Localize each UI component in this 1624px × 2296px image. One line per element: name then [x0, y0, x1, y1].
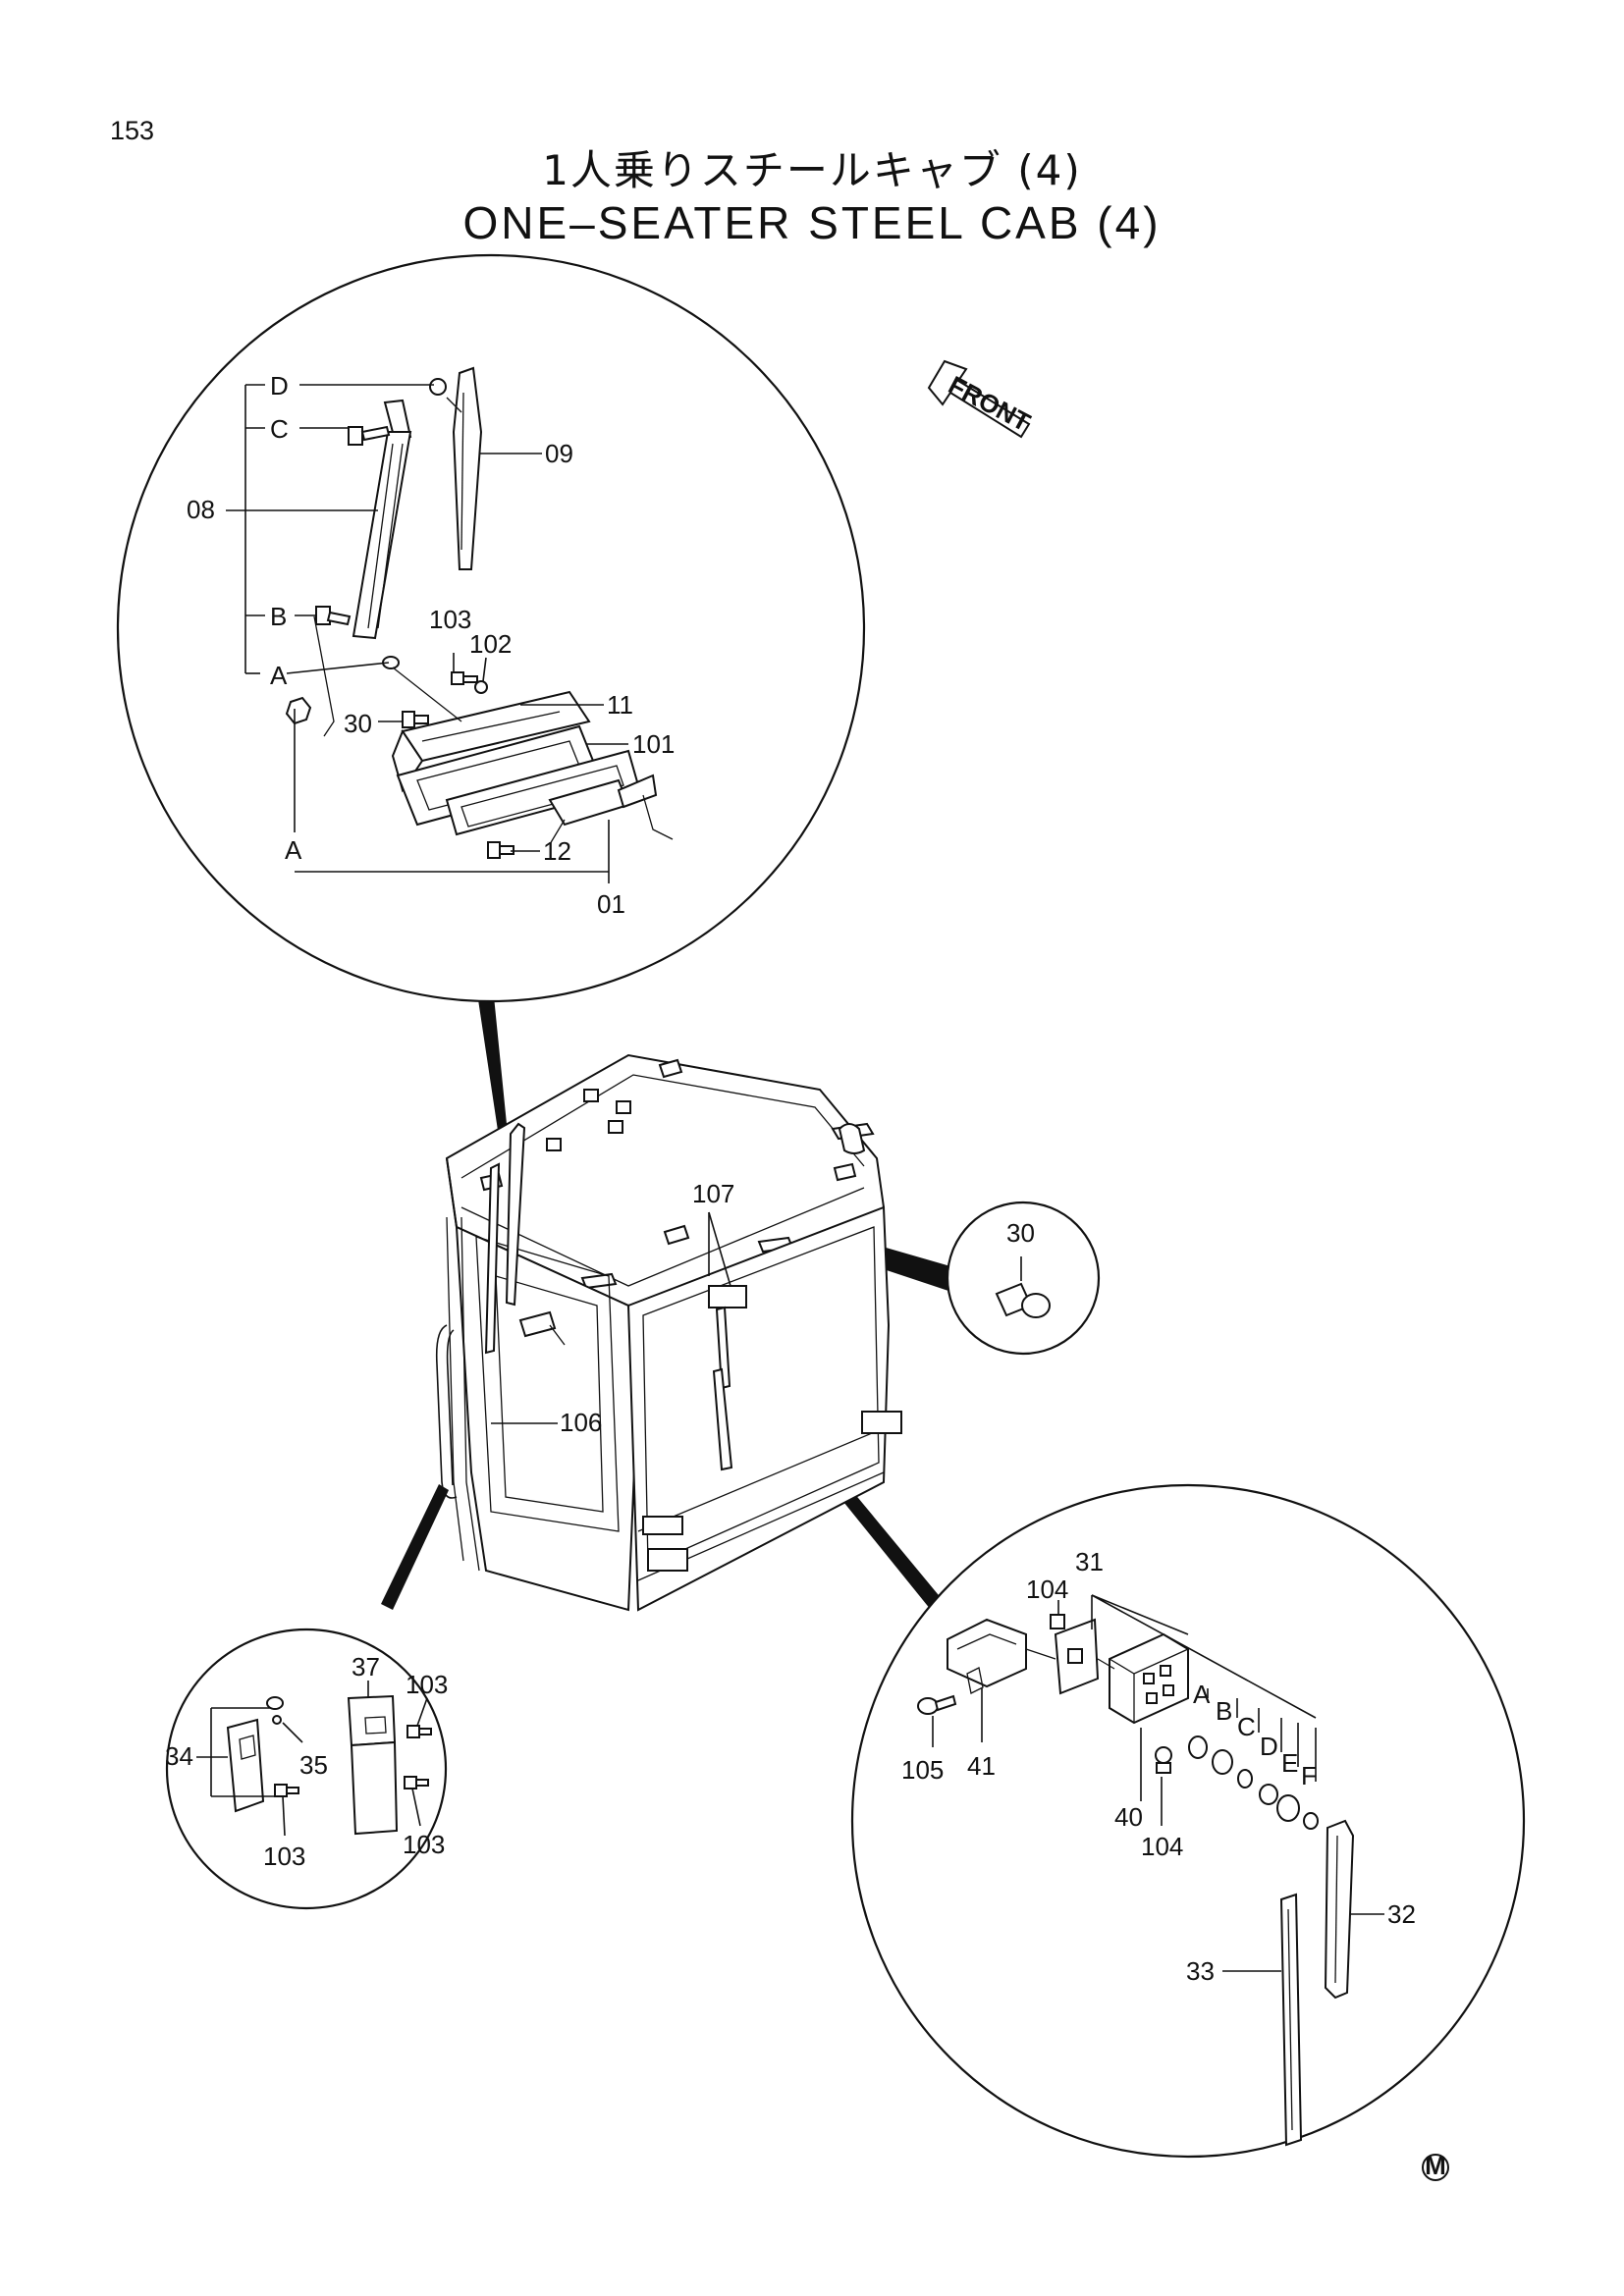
callout-41: 41: [967, 1751, 996, 1781]
callout-30-mid: 30: [1006, 1218, 1035, 1248]
callout-A-lower: A: [285, 835, 302, 865]
top-detail-parts: [285, 366, 674, 859]
callout-107: 107: [692, 1179, 734, 1208]
mid-detail-circle: [946, 1201, 1101, 1356]
callout-D: D: [270, 371, 289, 400]
callout-105: 105: [901, 1755, 944, 1785]
top-detail-circle: [116, 253, 866, 1003]
cab-body: [435, 1053, 902, 1612]
callout-E-right: E: [1281, 1748, 1298, 1778]
callout-103-left-b: 103: [263, 1842, 305, 1871]
callout-40: 40: [1114, 1802, 1143, 1832]
leader-top-detail: [473, 967, 511, 1163]
title-english: ONE–SEATER STEEL CAB (4): [462, 197, 1162, 248]
right-detail-circle: [850, 1483, 1526, 2159]
corner-mark-circle: [1422, 2154, 1449, 2181]
callout-106: 106: [560, 1408, 602, 1437]
callout-B: B: [270, 602, 287, 631]
title-japanese: 1人乗りスチールキャブ (4): [542, 146, 1082, 194]
callout-102: 102: [469, 629, 512, 659]
callout-103-left-c: 103: [403, 1830, 445, 1859]
callout-B-right: B: [1216, 1696, 1232, 1726]
callout-C: C: [270, 414, 289, 444]
callout-12: 12: [543, 836, 571, 866]
callout-34: 34: [165, 1741, 193, 1771]
page-number: 153: [110, 116, 155, 145]
callout-32: 32: [1387, 1899, 1416, 1929]
right-detail-leaders: [932, 1594, 1384, 1972]
left-detail-leaders: [196, 1681, 428, 1837]
callout-103-left-a: 103: [406, 1670, 448, 1699]
callout-35: 35: [299, 1750, 328, 1780]
callout-103-top: 103: [429, 605, 471, 634]
right-detail-parts: [917, 1614, 1355, 2147]
corner-mark: M: [1425, 2151, 1446, 2180]
callout-33: 33: [1186, 1956, 1215, 1986]
callout-37: 37: [352, 1652, 380, 1682]
callout-C-right: C: [1237, 1712, 1256, 1741]
callout-101: 101: [632, 729, 675, 759]
top-detail-leaders: [226, 384, 628, 883]
mid-detail-part: [995, 1256, 1051, 1318]
callout-01: 01: [597, 889, 625, 919]
front-arrow: FRONT: [927, 359, 1035, 439]
leader-left-detail: [381, 1484, 449, 1610]
callout-A-right: A: [1193, 1680, 1211, 1709]
callout-104-top: 104: [1026, 1575, 1068, 1604]
callout-D-right: D: [1260, 1732, 1278, 1761]
callout-30-top: 30: [344, 709, 372, 738]
callout-31: 31: [1075, 1547, 1104, 1576]
front-label: FRONT: [944, 370, 1035, 438]
left-detail-parts: [226, 1694, 432, 1836]
callout-09: 09: [545, 439, 573, 468]
callout-A-upper: A: [270, 661, 288, 690]
callout-11: 11: [607, 690, 633, 720]
callout-F-right: F: [1301, 1761, 1317, 1790]
callout-104-lower: 104: [1141, 1832, 1183, 1861]
callout-08: 08: [187, 495, 215, 524]
